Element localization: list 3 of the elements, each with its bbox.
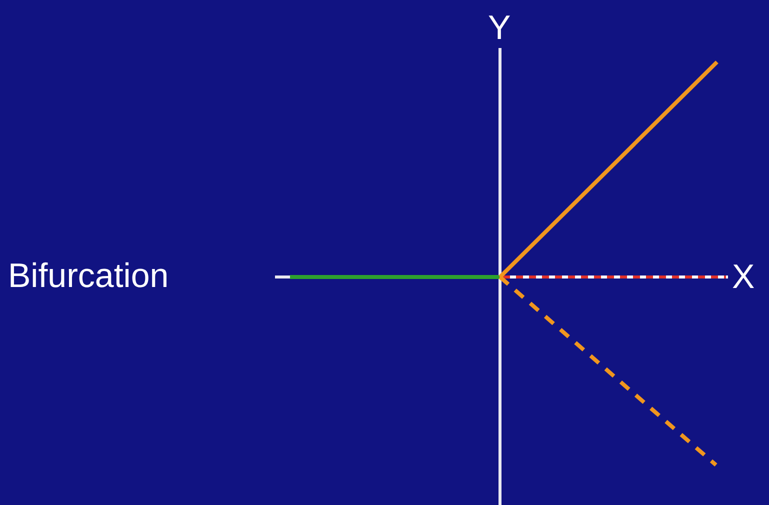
axis-label: X — [732, 259, 755, 295]
diagram-label: Bifurcation — [8, 258, 169, 294]
axis-label: Y — [488, 10, 511, 46]
